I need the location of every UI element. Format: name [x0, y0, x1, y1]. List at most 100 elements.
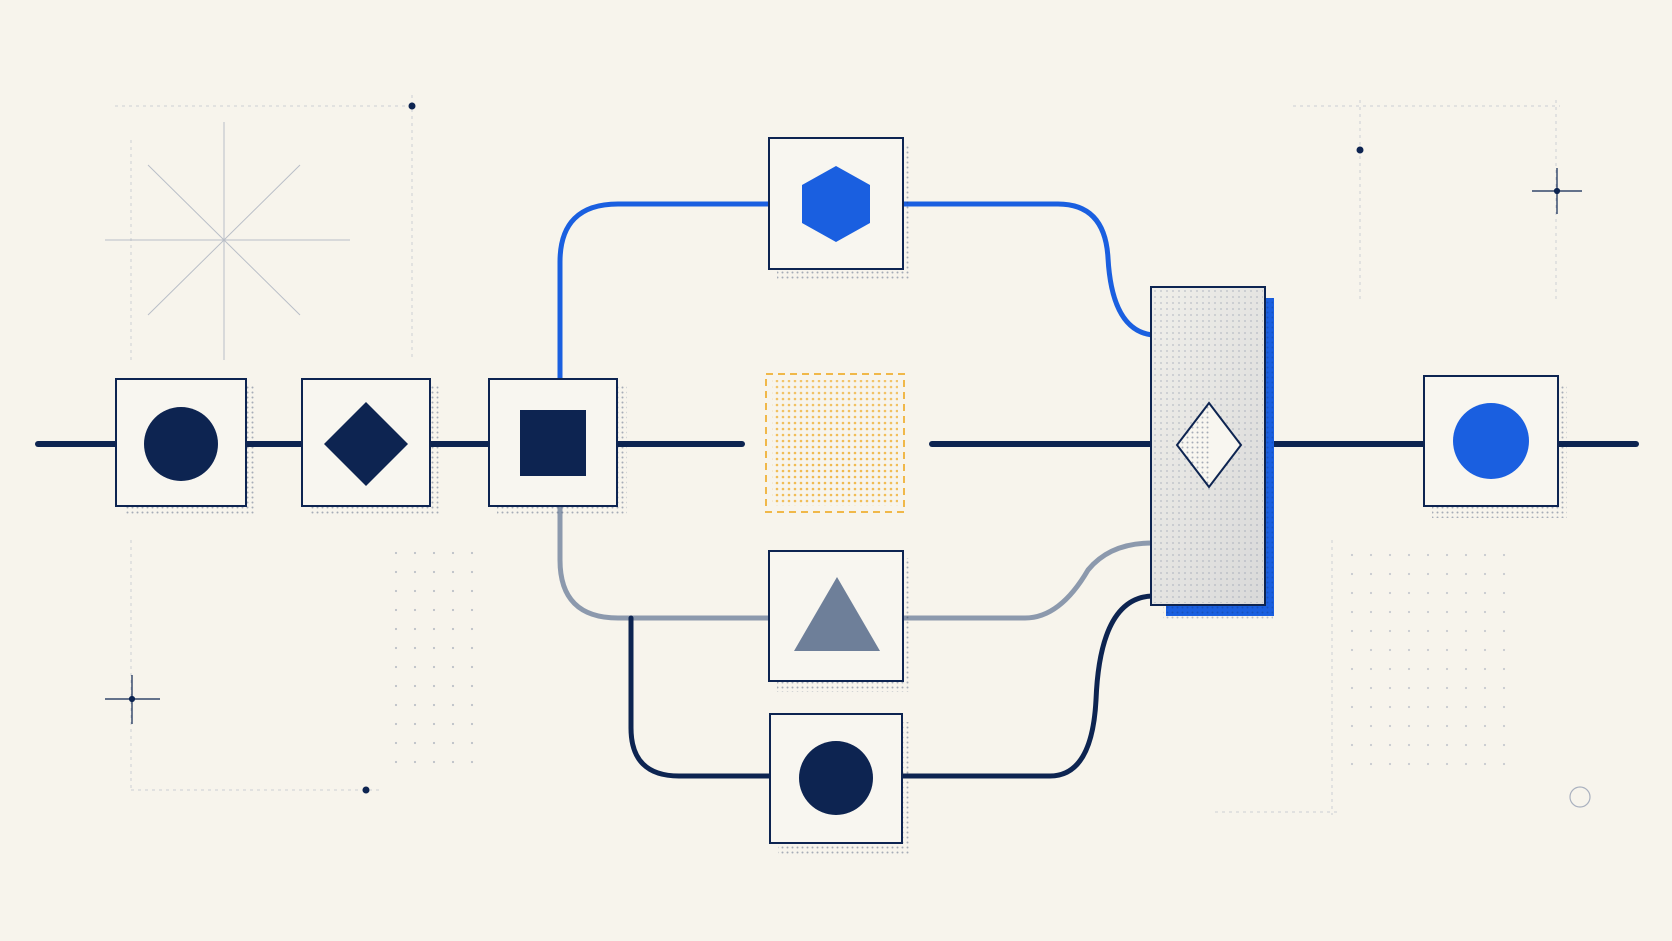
- grid-dot: [1426, 572, 1430, 576]
- connector-triangle: [557, 505, 1155, 621]
- grid-dot: [451, 722, 455, 726]
- grid-dot: [1369, 743, 1373, 747]
- grid-dot: [394, 741, 398, 745]
- grid-dot: [1464, 705, 1468, 709]
- node-output-circle[interactable]: [1423, 375, 1567, 518]
- grid-dot: [1407, 743, 1411, 747]
- grid-dot: [1426, 591, 1430, 595]
- background-guides: [115, 95, 1560, 815]
- marker-dot: [1356, 146, 1364, 154]
- grid-dot: [432, 551, 436, 555]
- grid-dot: [432, 627, 436, 631]
- grid-dot: [432, 741, 436, 745]
- grid-dot: [1483, 610, 1487, 614]
- grid-dot: [1502, 610, 1506, 614]
- node-branch-hexagon[interactable]: [768, 137, 911, 280]
- grid-dot: [1388, 667, 1392, 671]
- grid-dot: [1445, 762, 1449, 766]
- grid-dot: [1350, 629, 1354, 633]
- grid-dot: [1502, 629, 1506, 633]
- grid-dot: [1388, 610, 1392, 614]
- grid-dot: [1464, 743, 1468, 747]
- grid-dot: [451, 627, 455, 631]
- grid-dot: [394, 570, 398, 574]
- grid-dot: [1350, 667, 1354, 671]
- grid-dot: [1369, 572, 1373, 576]
- grid-dot: [432, 646, 436, 650]
- grid-dot: [451, 741, 455, 745]
- circle-icon: [144, 407, 218, 481]
- grid-dot: [1464, 572, 1468, 576]
- grid-dot: [1502, 591, 1506, 595]
- grid-dot: [1388, 705, 1392, 709]
- grid-dot: [1426, 648, 1430, 652]
- node-branch-circle[interactable]: [769, 713, 910, 856]
- grid-dot: [1369, 686, 1373, 690]
- grid-dot: [413, 722, 417, 726]
- node-input-diamond[interactable]: [301, 378, 440, 516]
- triangle-icon: [794, 577, 880, 651]
- grid-dot: [451, 760, 455, 764]
- grid-dot: [1407, 724, 1411, 728]
- grid-dot: [413, 627, 417, 631]
- grid-dot: [432, 703, 436, 707]
- grid-dot: [470, 722, 474, 726]
- grid-dot: [1369, 762, 1373, 766]
- grid-dot: [1388, 629, 1392, 633]
- grid-dot: [394, 589, 398, 593]
- square-icon: [520, 410, 586, 476]
- grid-dot: [470, 551, 474, 555]
- grid-dot: [1369, 629, 1373, 633]
- grid-dot: [1369, 610, 1373, 614]
- grid-dot: [1350, 686, 1354, 690]
- node-merge-diamond[interactable]: [1150, 286, 1274, 620]
- grid-dot: [451, 589, 455, 593]
- grid-dot: [432, 589, 436, 593]
- grid-dot: [1502, 705, 1506, 709]
- grid-dot: [413, 646, 417, 650]
- grid-dot: [1483, 572, 1487, 576]
- grid-dot: [1426, 610, 1430, 614]
- grid-dot: [413, 760, 417, 764]
- grid-dot: [1350, 724, 1354, 728]
- grid-dot: [1445, 553, 1449, 557]
- grid-dot: [1407, 572, 1411, 576]
- grid-dot: [394, 608, 398, 612]
- grid-dot: [1502, 762, 1506, 766]
- grid-dot: [1426, 629, 1430, 633]
- grid-dot: [470, 627, 474, 631]
- grid-dot: [1350, 648, 1354, 652]
- grid-dot: [470, 608, 474, 612]
- grid-dot: [1426, 762, 1430, 766]
- grid-dot: [413, 703, 417, 707]
- diamond-shade: [1177, 403, 1209, 487]
- grid-dot: [1407, 762, 1411, 766]
- grid-dot: [1388, 762, 1392, 766]
- grid-dot: [1350, 610, 1354, 614]
- grid-dot: [413, 684, 417, 688]
- grid-dot: [1388, 743, 1392, 747]
- grid-dot: [1407, 667, 1411, 671]
- grid-dot: [1502, 553, 1506, 557]
- connector-circle: [628, 593, 1155, 779]
- grid-dot: [1445, 572, 1449, 576]
- grid-dot: [1369, 648, 1373, 652]
- grid-dot: [1445, 610, 1449, 614]
- grid-dot: [1407, 591, 1411, 595]
- grid-dot: [1502, 667, 1506, 671]
- grid-dot: [1483, 629, 1487, 633]
- grid-dot: [470, 665, 474, 669]
- target-ring-icon: [1569, 786, 1591, 808]
- grid-dot: [394, 703, 398, 707]
- node-branch-triangle[interactable]: [768, 550, 911, 692]
- grid-dot: [413, 589, 417, 593]
- grid-dot: [1426, 686, 1430, 690]
- node-branch-placeholder[interactable]: [765, 373, 905, 513]
- grid-dot: [1388, 553, 1392, 557]
- grid-dot: [1350, 762, 1354, 766]
- grid-dot: [451, 665, 455, 669]
- grid-dot: [1483, 648, 1487, 652]
- grid-dot: [1407, 705, 1411, 709]
- node-input-circle[interactable]: [115, 378, 254, 516]
- node-router-square[interactable]: [488, 378, 627, 516]
